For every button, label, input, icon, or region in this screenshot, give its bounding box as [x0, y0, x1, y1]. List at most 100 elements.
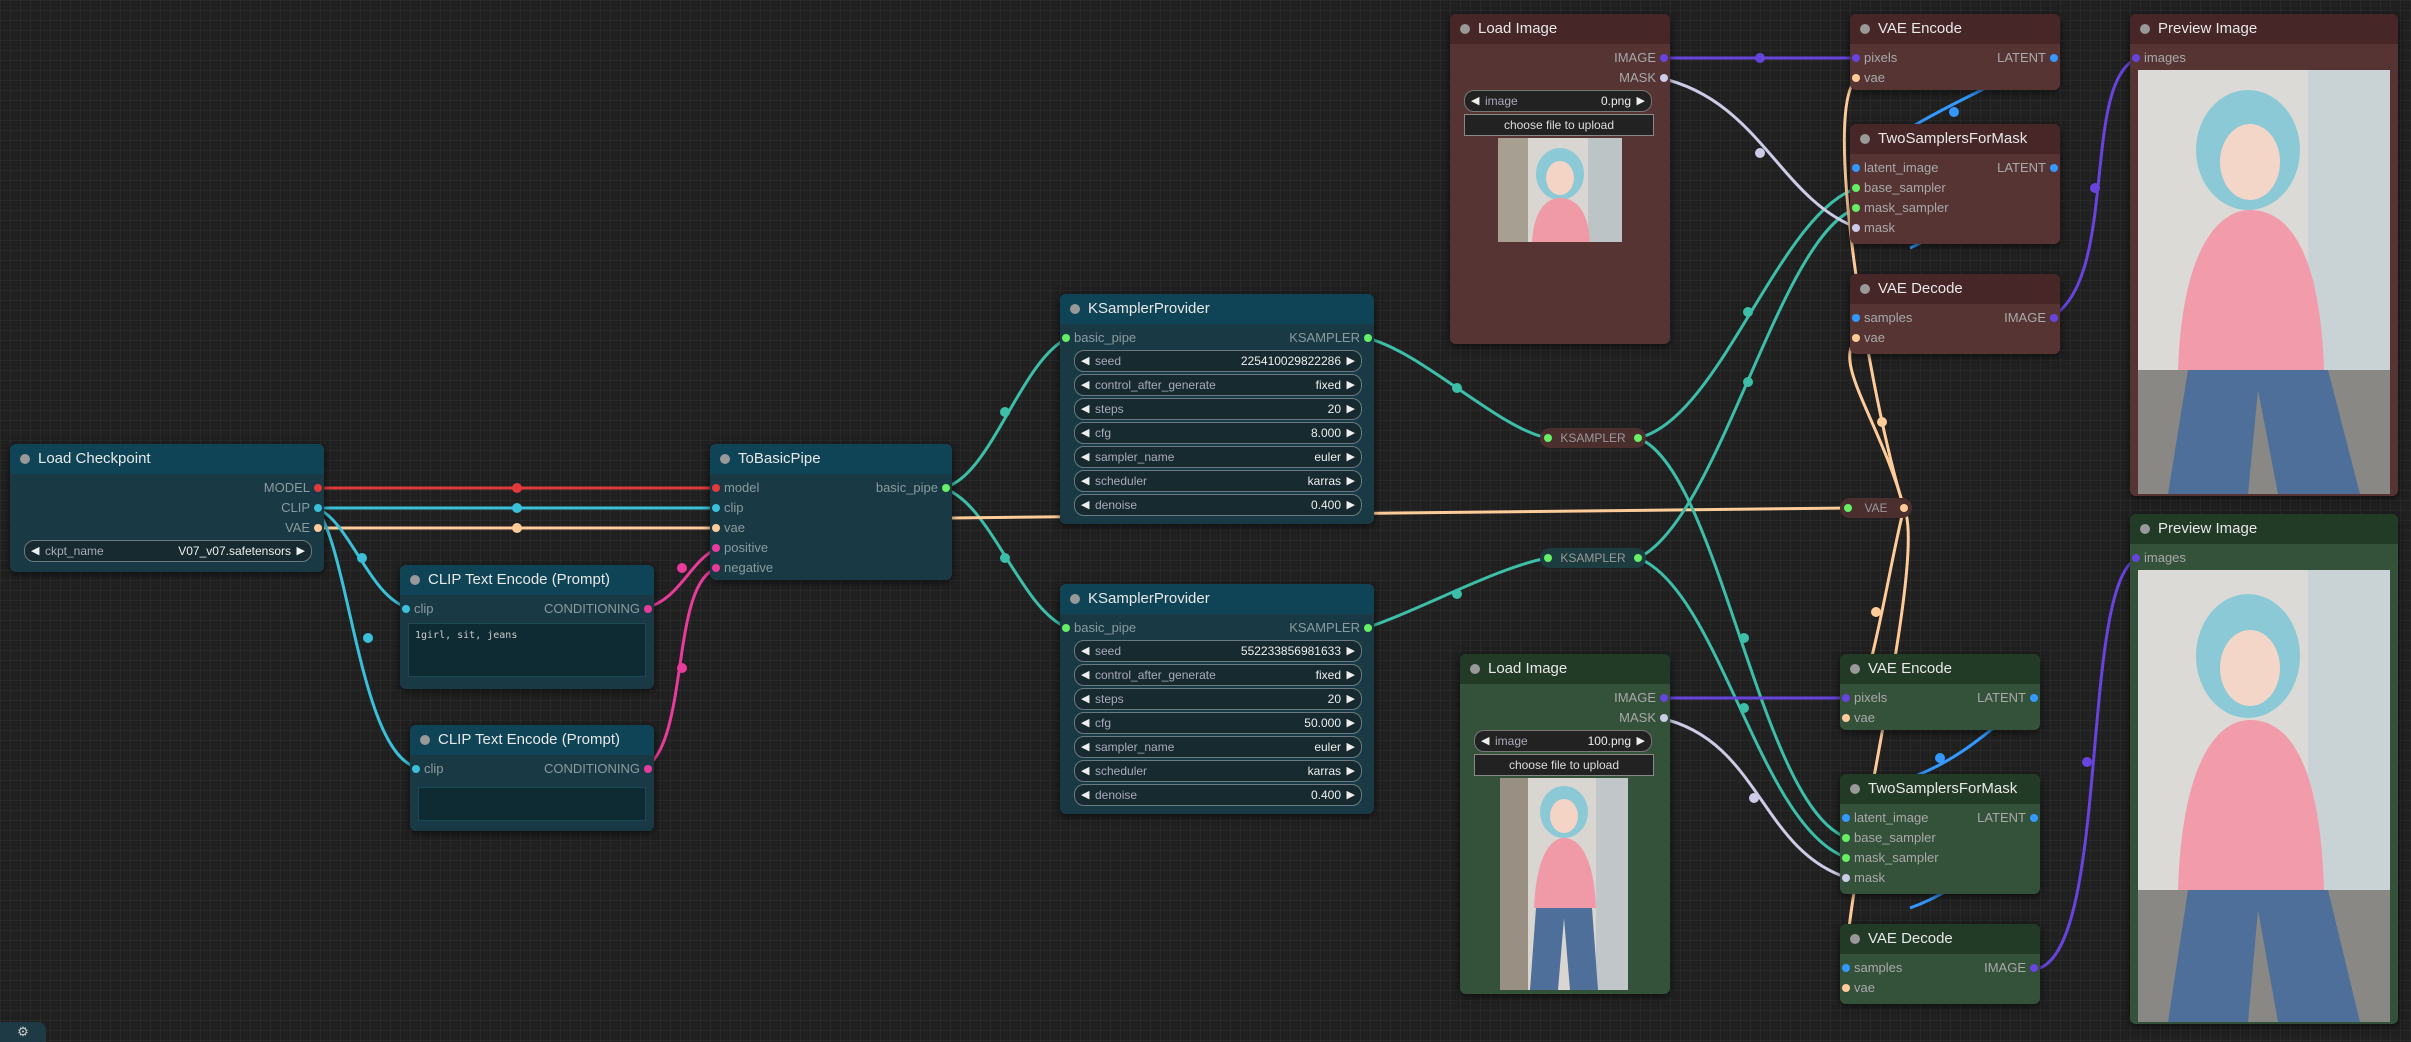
- collapse-dot-icon[interactable]: [1850, 934, 1860, 944]
- preview-image-node-top[interactable]: Preview Image images: [2130, 14, 2398, 496]
- node-header[interactable]: Preview Image: [2130, 14, 2398, 44]
- node-header[interactable]: ToBasicPipe: [710, 444, 952, 474]
- input-pixels[interactable]: pixels: [1840, 688, 1887, 708]
- ksampler-provider-node-1[interactable]: KSamplerProvider basic_pipe KSAMPLER ◀se…: [1060, 294, 1374, 524]
- arrow-left-icon[interactable]: ◀: [1081, 475, 1090, 487]
- node-header[interactable]: VAE Encode: [1850, 14, 2060, 44]
- arrow-right-icon[interactable]: ▶: [1346, 427, 1355, 439]
- slot-dot-icon[interactable]: [1852, 224, 1860, 232]
- preview-image-node-bottom[interactable]: Preview Image images: [2130, 514, 2398, 1024]
- input-latent-image[interactable]: latent_image: [1850, 158, 1938, 178]
- output-conditioning[interactable]: CONDITIONING: [544, 759, 654, 779]
- slot-dot-icon[interactable]: [2050, 314, 2058, 322]
- arrow-right-icon[interactable]: ▶: [1346, 499, 1355, 511]
- arrow-right-icon[interactable]: ▶: [1346, 669, 1355, 681]
- slot-dot-icon[interactable]: [942, 484, 950, 492]
- gear-icon[interactable]: ⚙: [0, 1022, 46, 1042]
- node-header[interactable]: VAE Encode: [1840, 654, 2040, 684]
- slot-dot-icon[interactable]: [412, 765, 420, 773]
- slot-dot-icon[interactable]: [314, 524, 322, 532]
- output-ksampler[interactable]: KSAMPLER: [1289, 618, 1374, 638]
- vae-encode-node-top[interactable]: VAE Encode pixels vae LATENT: [1850, 14, 2060, 90]
- clip-text-encode-negative-node[interactable]: CLIP Text Encode (Prompt) clip CONDITION…: [410, 725, 654, 831]
- input-model[interactable]: model: [710, 478, 759, 498]
- input-positive[interactable]: positive: [710, 538, 768, 558]
- arrow-left-icon[interactable]: ◀: [1081, 717, 1090, 729]
- slot-dot-icon[interactable]: [1062, 624, 1070, 632]
- arrow-left-icon[interactable]: ◀: [1081, 669, 1090, 681]
- input-mask[interactable]: mask: [1840, 868, 1885, 888]
- node-header[interactable]: Load Image: [1460, 654, 1670, 684]
- slot-dot-icon[interactable]: [2132, 554, 2140, 562]
- slot-dot-icon[interactable]: [1852, 164, 1860, 172]
- input-images[interactable]: images: [2130, 48, 2186, 68]
- arrow-left-icon[interactable]: ◀: [1081, 765, 1090, 777]
- slot-dot-icon[interactable]: [2132, 54, 2140, 62]
- node-header[interactable]: TwoSamplersForMask: [1840, 774, 2040, 804]
- slot-dot-icon[interactable]: [1842, 984, 1850, 992]
- input-base-sampler[interactable]: base_sampler: [1850, 178, 1946, 198]
- collapse-dot-icon[interactable]: [1070, 304, 1080, 314]
- collapse-dot-icon[interactable]: [1860, 134, 1870, 144]
- input-mask-sampler[interactable]: mask_sampler: [1840, 848, 1939, 868]
- slot-dot-icon[interactable]: [712, 544, 720, 552]
- arrow-left-icon[interactable]: ◀: [1081, 645, 1090, 657]
- slot-dot-icon[interactable]: [1634, 554, 1642, 562]
- arrow-left-icon[interactable]: ◀: [1081, 379, 1090, 391]
- node-header[interactable]: CLIP Text Encode (Prompt): [400, 565, 654, 595]
- arrow-right-icon[interactable]: ▶: [1346, 355, 1355, 367]
- collapse-dot-icon[interactable]: [410, 575, 420, 585]
- slot-dot-icon[interactable]: [1364, 624, 1372, 632]
- node-header[interactable]: Load Checkpoint: [10, 444, 324, 474]
- arrow-right-icon[interactable]: ▶: [1636, 735, 1645, 747]
- slot-dot-icon[interactable]: [1852, 54, 1860, 62]
- node-header[interactable]: KSamplerProvider: [1060, 294, 1374, 324]
- slot-dot-icon[interactable]: [1660, 54, 1668, 62]
- input-mask-sampler[interactable]: mask_sampler: [1850, 198, 1949, 218]
- output-image[interactable]: IMAGE: [2004, 308, 2060, 328]
- arrow-right-icon[interactable]: ▶: [1346, 741, 1355, 753]
- collapse-dot-icon[interactable]: [720, 454, 730, 464]
- output-mask[interactable]: MASK: [1619, 68, 1670, 88]
- input-samples[interactable]: samples: [1840, 958, 1902, 978]
- node-header[interactable]: VAE Decode: [1850, 274, 2060, 304]
- slot-dot-icon[interactable]: [1544, 434, 1552, 442]
- arrow-right-icon[interactable]: ▶: [1346, 379, 1355, 391]
- arrow-right-icon[interactable]: ▶: [1636, 95, 1645, 107]
- input-basic-pipe[interactable]: basic_pipe: [1060, 618, 1136, 638]
- reroute-ksampler-2[interactable]: KSAMPLER: [1540, 548, 1646, 568]
- clip-text-encode-positive-node[interactable]: CLIP Text Encode (Prompt) clip CONDITION…: [400, 565, 654, 689]
- reroute-ksampler-1[interactable]: KSAMPLER: [1540, 428, 1646, 448]
- slot-dot-icon[interactable]: [1660, 694, 1668, 702]
- load-checkpoint-node[interactable]: Load Checkpoint MODEL CLIP VAE ◀ckpt_nam…: [10, 444, 324, 572]
- arrow-left-icon[interactable]: ◀: [1081, 451, 1090, 463]
- node-header[interactable]: Preview Image: [2130, 514, 2398, 544]
- slot-dot-icon[interactable]: [1842, 694, 1850, 702]
- arrow-left-icon[interactable]: ◀: [31, 545, 40, 557]
- arrow-left-icon[interactable]: ◀: [1081, 403, 1090, 415]
- output-clip[interactable]: CLIP: [281, 498, 324, 518]
- collapse-dot-icon[interactable]: [1850, 664, 1860, 674]
- collapse-dot-icon[interactable]: [1470, 664, 1480, 674]
- input-basic-pipe[interactable]: basic_pipe: [1060, 328, 1136, 348]
- slot-dot-icon[interactable]: [644, 765, 652, 773]
- arrow-right-icon[interactable]: ▶: [1346, 451, 1355, 463]
- slot-dot-icon[interactable]: [1852, 204, 1860, 212]
- collapse-dot-icon[interactable]: [1860, 284, 1870, 294]
- arrow-right-icon[interactable]: ▶: [1346, 789, 1355, 801]
- to-basic-pipe-node[interactable]: ToBasicPipe model clip vae positive nega…: [710, 444, 952, 580]
- node-header[interactable]: KSamplerProvider: [1060, 584, 1374, 614]
- vae-encode-node-bottom[interactable]: VAE Encode pixels vae LATENT: [1840, 654, 2040, 730]
- output-image[interactable]: IMAGE: [1614, 48, 1670, 68]
- slot-dot-icon[interactable]: [402, 605, 410, 613]
